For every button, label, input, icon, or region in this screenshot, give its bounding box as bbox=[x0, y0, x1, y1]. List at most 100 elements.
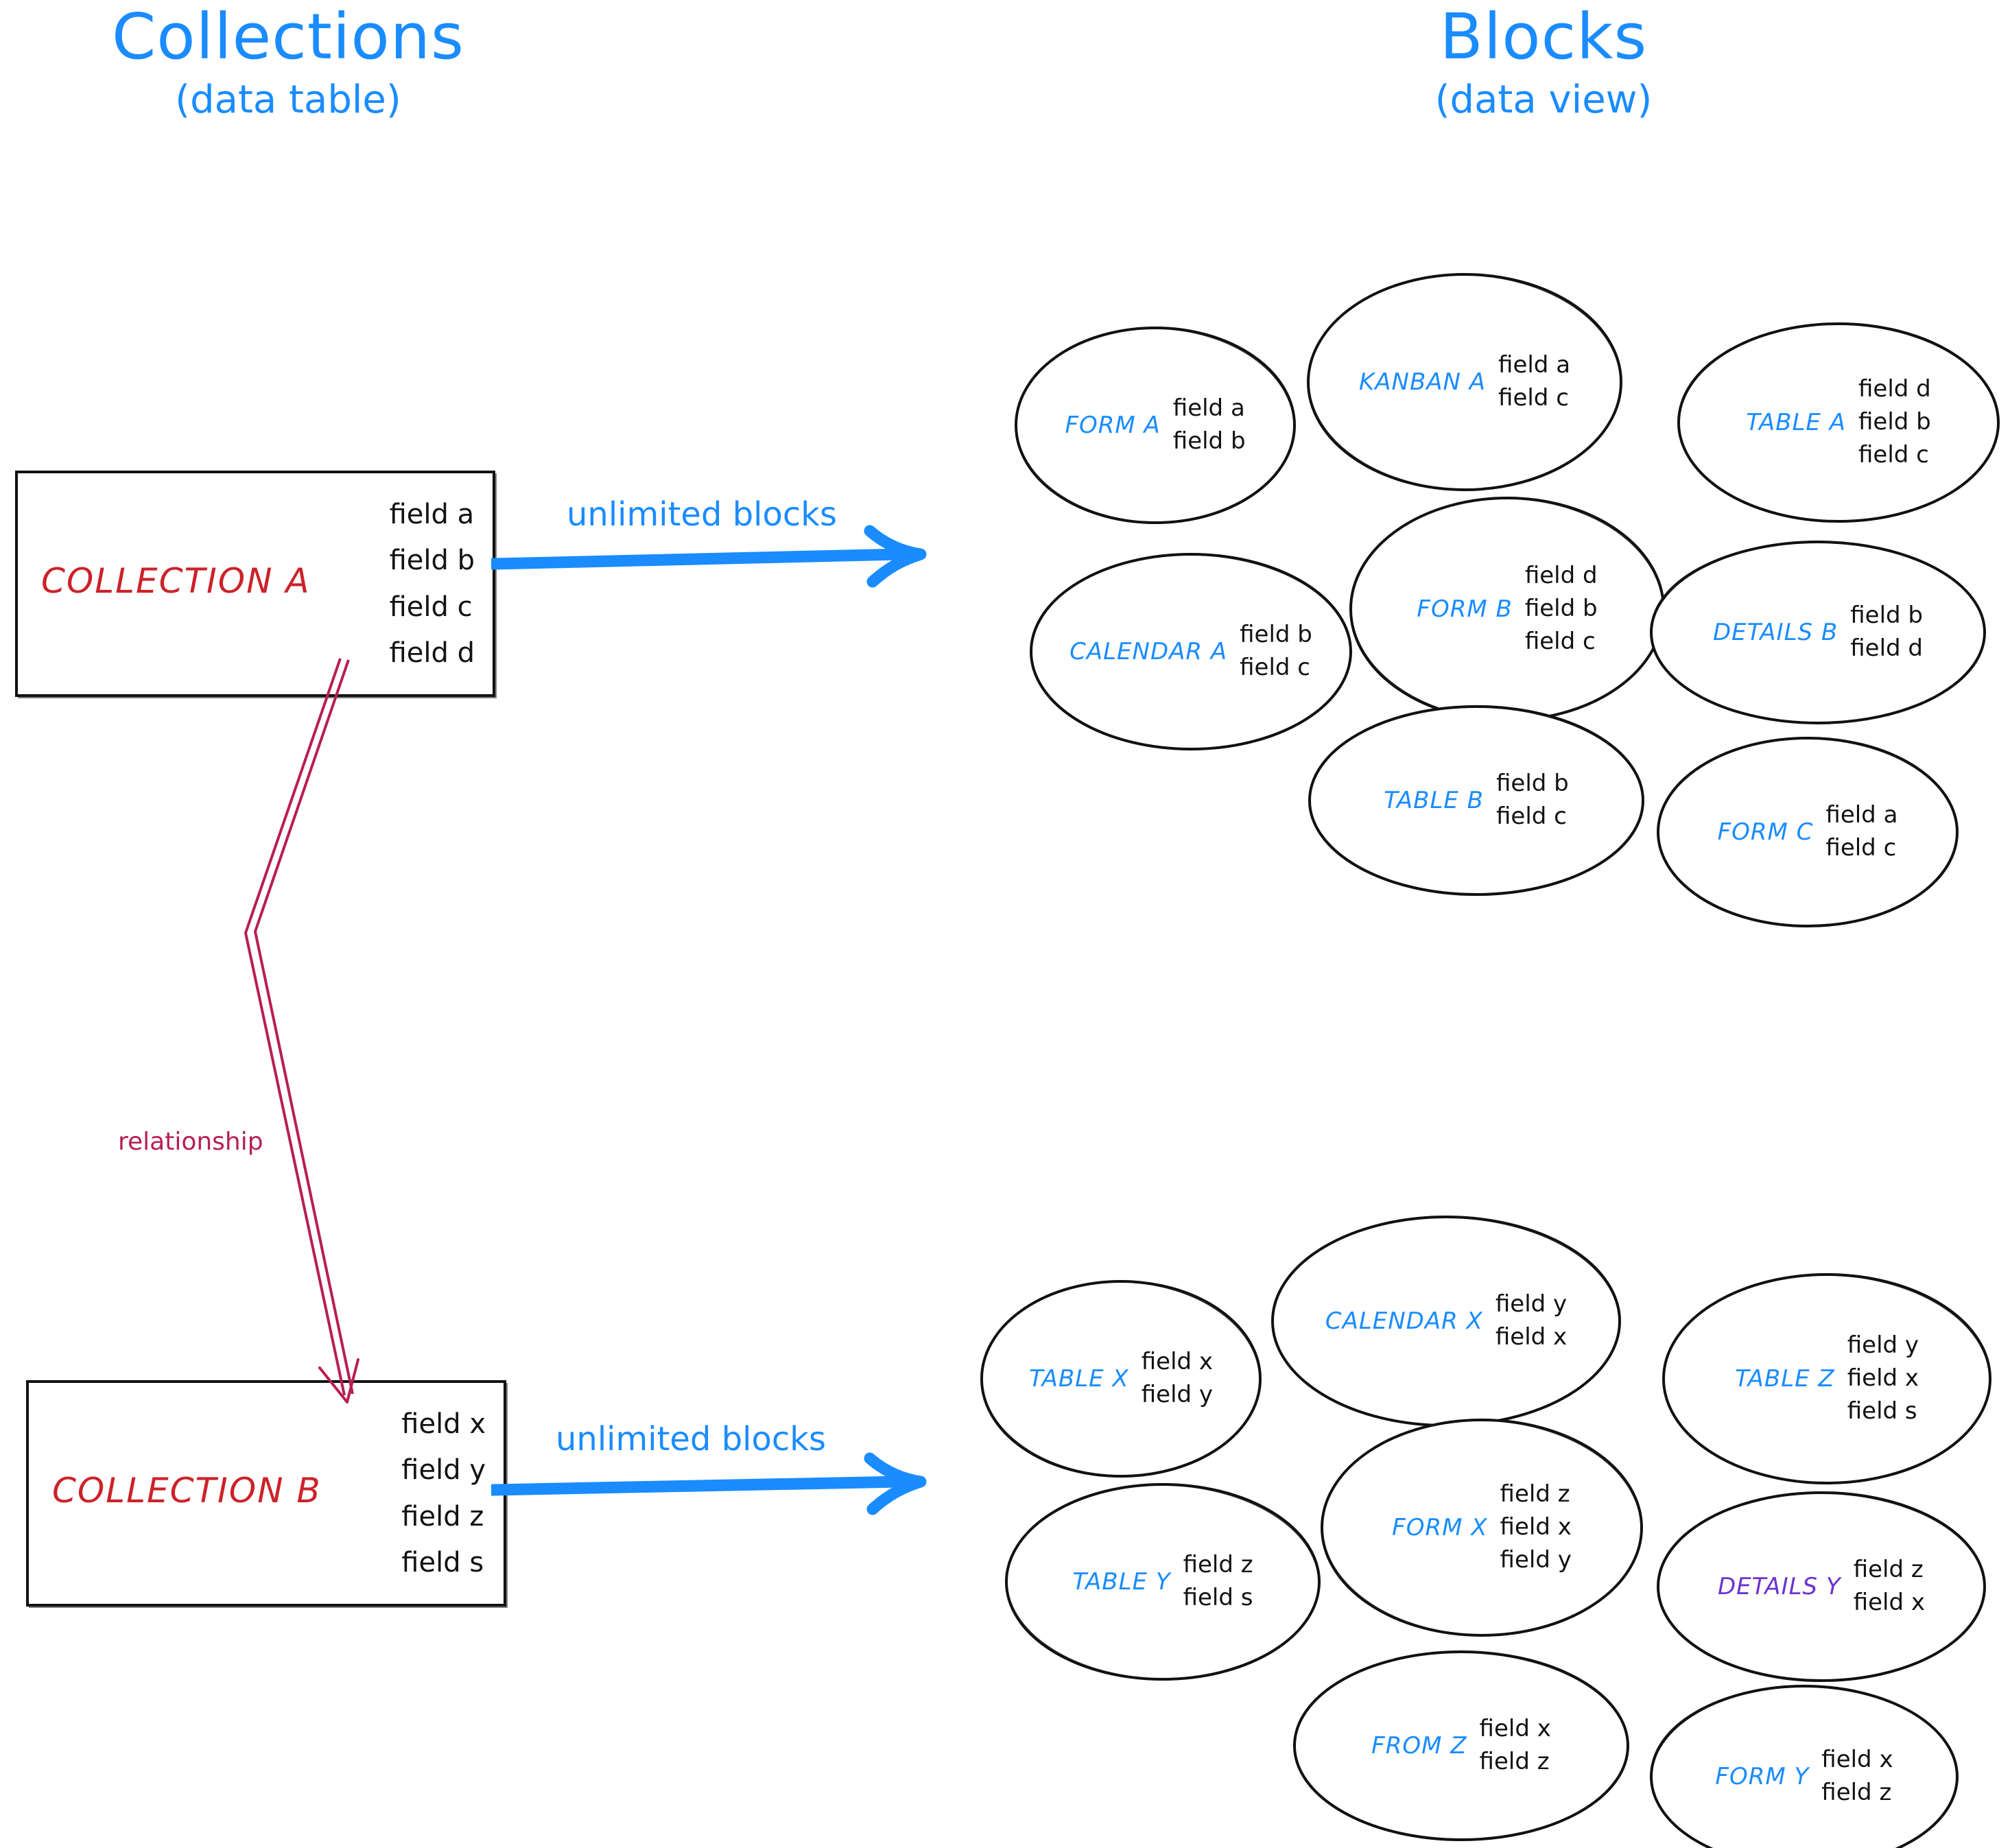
block-field: field y bbox=[1500, 1545, 1572, 1574]
blocks-title: Blocks bbox=[1439, 0, 1648, 73]
block-field: field x bbox=[1847, 1364, 1919, 1393]
block-field: field c bbox=[1240, 654, 1310, 681]
ellipse-outline bbox=[1677, 322, 2000, 523]
block-label: CALENDAR X bbox=[1325, 1307, 1483, 1335]
block-table-x[interactable]: TABLE X field x field y bbox=[977, 1276, 1265, 1482]
block-field: field z bbox=[1183, 1551, 1253, 1579]
block-field-list: field x field z bbox=[1821, 1748, 1893, 1805]
collection-b-field: field y bbox=[401, 1454, 486, 1486]
block-table-a[interactable]: TABLE A field d field b field c bbox=[1674, 318, 2003, 527]
collections-title: Collections bbox=[112, 0, 464, 73]
block-field-list: field a field c bbox=[1825, 803, 1897, 860]
block-table-z[interactable]: TABLE Z field y field x field s bbox=[1659, 1269, 1995, 1489]
block-form-b[interactable]: FORM B field d field b field c bbox=[1346, 493, 1668, 726]
ellipse-outline bbox=[1005, 1483, 1321, 1681]
relationship-connector bbox=[244, 658, 359, 1403]
ellipse-outline bbox=[1308, 705, 1644, 896]
block-field: field b bbox=[1858, 408, 1931, 436]
block-field-list: field z field x field y bbox=[1500, 1482, 1572, 1572]
block-field: field a bbox=[1825, 801, 1898, 829]
collection-b-field-list: field x field y field z field s bbox=[401, 1401, 486, 1586]
block-table-b[interactable]: TABLE B field b field c bbox=[1305, 701, 1648, 900]
block-field: field b bbox=[1240, 621, 1312, 649]
relationship-label: relationship bbox=[118, 1128, 263, 1156]
block-field: field z bbox=[1500, 1480, 1570, 1508]
block-label: TABLE A bbox=[1746, 409, 1846, 436]
block-field: field x bbox=[1821, 1746, 1893, 1774]
block-field-list: field y field x field s bbox=[1847, 1334, 1919, 1423]
block-field-list: field d field b field c bbox=[1525, 564, 1598, 654]
block-label: TABLE B bbox=[1384, 787, 1485, 814]
block-form-y[interactable]: FORM Y field x field z bbox=[1646, 1681, 1962, 1848]
block-label: CALENDAR A bbox=[1069, 638, 1228, 665]
block-field-list: field b field c bbox=[1240, 623, 1312, 680]
collection-a-field-list: field a field b field c field d bbox=[390, 491, 475, 676]
block-field-list: field z field s bbox=[1183, 1553, 1253, 1610]
unlimited-blocks-arrow-bottom bbox=[491, 1452, 927, 1515]
block-field-list: field b field d bbox=[1850, 604, 1923, 661]
block-field-list: field a field c bbox=[1498, 353, 1570, 410]
block-field: field d bbox=[1850, 635, 1924, 662]
ellipse-outline bbox=[980, 1280, 1262, 1478]
block-field: field z bbox=[1479, 1748, 1550, 1775]
block-field: field c bbox=[1524, 627, 1596, 655]
collection-a-field: field d bbox=[389, 637, 475, 670]
block-field: field y bbox=[1495, 1290, 1568, 1318]
block-field: field x bbox=[1479, 1715, 1551, 1743]
block-label: FORM X bbox=[1392, 1514, 1488, 1541]
block-field-list: field y field x bbox=[1495, 1292, 1567, 1349]
block-field: field b bbox=[1172, 427, 1246, 455]
collection-a-field: field a bbox=[389, 498, 475, 530]
block-field: field s bbox=[1183, 1584, 1253, 1611]
block-details-y[interactable]: DETAILS Y field z field x bbox=[1653, 1487, 1989, 1686]
block-label: FORM C bbox=[1717, 818, 1814, 846]
block-field-list: field a field b bbox=[1173, 396, 1246, 453]
block-label: TABLE Y bbox=[1072, 1568, 1171, 1596]
unlimited-blocks-arrow-top bbox=[491, 525, 927, 588]
block-table-y[interactable]: TABLE Y field z field s bbox=[1002, 1479, 1324, 1685]
block-form-x[interactable]: FORM X field z field x field y bbox=[1317, 1414, 1646, 1641]
block-field: field c bbox=[1496, 803, 1567, 830]
collection-b-field: field x bbox=[401, 1408, 486, 1440]
block-field: field z bbox=[1853, 1556, 1924, 1584]
ellipse-outline bbox=[1657, 737, 1959, 927]
collection-a-label: COLLECTION A bbox=[41, 561, 311, 601]
block-kanban-a[interactable]: KANBAN A field a field c bbox=[1303, 269, 1626, 495]
block-field: field a bbox=[1172, 394, 1245, 423]
block-calendar-x[interactable]: CALENDAR X field y field x bbox=[1268, 1211, 1624, 1431]
block-field: field y bbox=[1141, 1381, 1214, 1408]
ellipse-outline bbox=[1321, 1419, 1643, 1637]
block-label: TABLE X bbox=[1028, 1365, 1129, 1393]
block-field: field x bbox=[1500, 1513, 1572, 1541]
block-form-a[interactable]: FORM A field a field b bbox=[1011, 322, 1299, 528]
block-field: field b bbox=[1496, 770, 1569, 798]
ellipse-outline bbox=[1650, 541, 1986, 724]
block-from-z[interactable]: FROM Z field x field z bbox=[1290, 1646, 1633, 1845]
unlimited-blocks-label-bottom: unlimited blocks bbox=[556, 1420, 827, 1458]
block-field: field a bbox=[1498, 351, 1571, 379]
block-field: field x bbox=[1141, 1348, 1214, 1376]
block-form-c[interactable]: FORM C field a field c bbox=[1653, 733, 1962, 932]
collection-b-field: field z bbox=[401, 1500, 484, 1532]
block-label: FROM Z bbox=[1371, 1732, 1467, 1760]
blocks-subtitle: (data view) bbox=[1434, 77, 1653, 122]
block-field: field s bbox=[1847, 1397, 1917, 1425]
block-field: field z bbox=[1821, 1779, 1892, 1806]
ellipse-outline bbox=[1015, 327, 1296, 524]
collection-b-box[interactable]: field x field y field z field s bbox=[26, 1380, 506, 1607]
collection-a-box[interactable]: field a field b field c field d bbox=[15, 471, 495, 697]
block-label: KANBAN A bbox=[1358, 368, 1487, 396]
unlimited-blocks-label-top: unlimited blocks bbox=[567, 495, 838, 534]
block-label: TABLE Z bbox=[1734, 1365, 1835, 1393]
ellipse-outline bbox=[1650, 1685, 1959, 1848]
collection-b-label: COLLECTION B bbox=[52, 1471, 322, 1511]
block-field-list: field d field b field c bbox=[1858, 377, 1931, 467]
ellipse-outline bbox=[1293, 1650, 1629, 1841]
block-calendar-a[interactable]: CALENDAR A field b field c bbox=[1026, 549, 1356, 755]
block-label: FORM B bbox=[1417, 595, 1513, 623]
block-details-b[interactable]: DETAILS B field b field d bbox=[1646, 536, 1989, 728]
ellipse-outline bbox=[1030, 553, 1352, 750]
collections-subtitle: (data table) bbox=[175, 77, 401, 122]
block-field: field x bbox=[1853, 1589, 1925, 1616]
